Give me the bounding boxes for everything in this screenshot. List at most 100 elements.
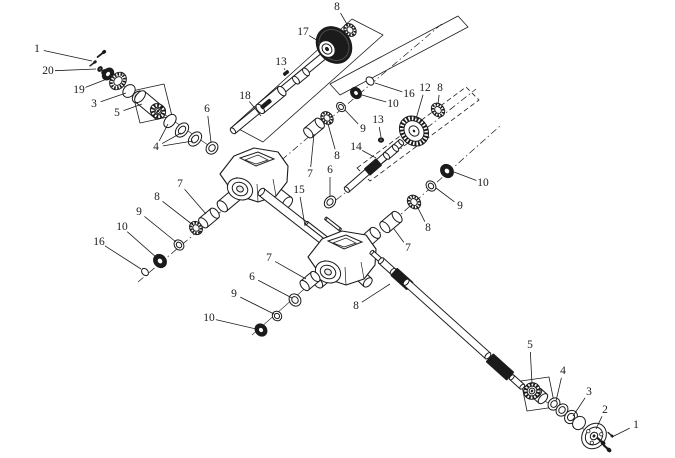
part-label-6-20: 6 (327, 164, 333, 176)
housing-rear (307, 226, 381, 289)
part-label-7-31: 7 (266, 252, 272, 264)
part-label-7-26: 7 (177, 178, 183, 190)
part-label-5-36: 5 (527, 339, 533, 351)
part-label-7-18: 7 (307, 168, 313, 180)
axle-shaft (402, 278, 492, 360)
shaft-18-spline (260, 98, 272, 110)
washer-16-mid (365, 76, 375, 86)
part-label-10-22: 10 (477, 177, 489, 189)
leader-line-5 (529, 351, 533, 385)
part-label-3-3: 3 (91, 98, 97, 110)
leader-line-20 (54, 68, 97, 72)
key-15b (324, 216, 342, 232)
part-label-9-23: 9 (457, 200, 463, 212)
part-label-8-35: 8 (353, 300, 359, 312)
part-label-10-12: 10 (387, 98, 399, 110)
washer-4a (163, 113, 177, 129)
axis-countershaft (137, 21, 445, 283)
leader-line-4 (161, 132, 182, 144)
part-label-13-8: 13 (275, 56, 287, 68)
part-label-1-0: 1 (34, 43, 40, 55)
part-label-9-13: 9 (360, 123, 366, 135)
part-label-18-7: 18 (239, 90, 251, 102)
part-label-12-15: 12 (419, 82, 431, 94)
part-label-7-25: 7 (405, 242, 411, 254)
ring-9-mid (336, 101, 346, 113)
leader-line-7 (310, 133, 315, 168)
leader-line-19 (85, 76, 113, 88)
part-label-6-32: 6 (249, 271, 255, 283)
shaft-18-collar2 (292, 67, 310, 85)
part-label-5-4: 5 (114, 107, 120, 119)
part-label-10-29: 10 (116, 221, 128, 233)
leader-line-8 (340, 12, 349, 27)
leader-line-12 (415, 94, 424, 120)
oring-6-mid (323, 195, 337, 209)
washer-4b (174, 122, 190, 138)
leader-line-4 (158, 123, 169, 141)
leader-line-10 (361, 94, 387, 103)
leader-line-10 (126, 231, 158, 259)
panel-midchain (329, 15, 469, 96)
disc-19 (109, 71, 127, 91)
ring-9-bottom (271, 310, 283, 322)
part-label-3-38: 3 (586, 386, 592, 398)
part-label-4-5: 4 (153, 141, 159, 153)
shaft-18-collar (255, 85, 287, 115)
seal-10-mid (350, 86, 362, 100)
leader-line-7 (393, 228, 405, 243)
leader-line-6 (207, 115, 212, 143)
leader-line-4 (162, 140, 194, 147)
part-label-20-1: 20 (42, 65, 54, 77)
bushing-7-bottom (299, 270, 321, 292)
gear-12 (398, 115, 430, 147)
axle-end (508, 374, 526, 390)
part-label-9-28: 9 (136, 206, 142, 218)
bolt-1-topleft (96, 50, 107, 58)
part-label-15-21: 15 (293, 184, 305, 196)
leader-line-18 (249, 101, 262, 117)
washer-20a (97, 66, 103, 72)
part-label-16-30: 16 (93, 236, 105, 248)
bushing-7-mid (303, 117, 325, 139)
leader-line-6 (258, 279, 293, 299)
leader-line-8 (437, 94, 440, 105)
bearing-8-mid (320, 111, 334, 125)
bolt-1br-a (596, 437, 606, 446)
leader-line-10 (215, 319, 257, 330)
leader-line-17 (308, 35, 321, 43)
leader-line-2 (595, 416, 603, 430)
leader-line-13 (378, 126, 382, 138)
seal-10-bottom (254, 323, 268, 337)
oring-6-bottom (288, 293, 302, 307)
part-label-9-33: 9 (231, 288, 237, 300)
leader-line-15 (299, 196, 306, 227)
pin-13-mid (377, 137, 385, 143)
part-label-14-17: 14 (350, 141, 362, 153)
pin-13-top (282, 70, 290, 76)
leader-line-4 (555, 377, 562, 402)
part-label-1-40: 1 (633, 419, 639, 431)
part-label-17-9: 17 (297, 26, 309, 38)
panel-shaft18 (232, 18, 384, 143)
part-label-8-10: 8 (334, 1, 340, 13)
part-label-6-6: 6 (204, 103, 210, 115)
part-label-8-27: 8 (154, 191, 160, 203)
part-label-13-14: 13 (372, 114, 384, 126)
ring-9-right (425, 180, 437, 192)
shaft-14-collar (382, 144, 400, 160)
bushing-7-right (379, 210, 403, 234)
spline-end-5 (149, 103, 167, 119)
ring-3br-b (572, 415, 586, 431)
bolt-1br-b (602, 444, 612, 453)
ring-9-left (173, 239, 185, 251)
part-label-8-16: 8 (437, 82, 443, 94)
leader-line-9 (435, 187, 455, 203)
leader-line-1 (43, 50, 93, 62)
leader-line-3 (572, 397, 586, 417)
leader-line-1 (611, 427, 630, 438)
part-label-4-37: 4 (560, 365, 566, 377)
coupler-5 (523, 382, 541, 400)
leader-line-10 (453, 171, 477, 181)
